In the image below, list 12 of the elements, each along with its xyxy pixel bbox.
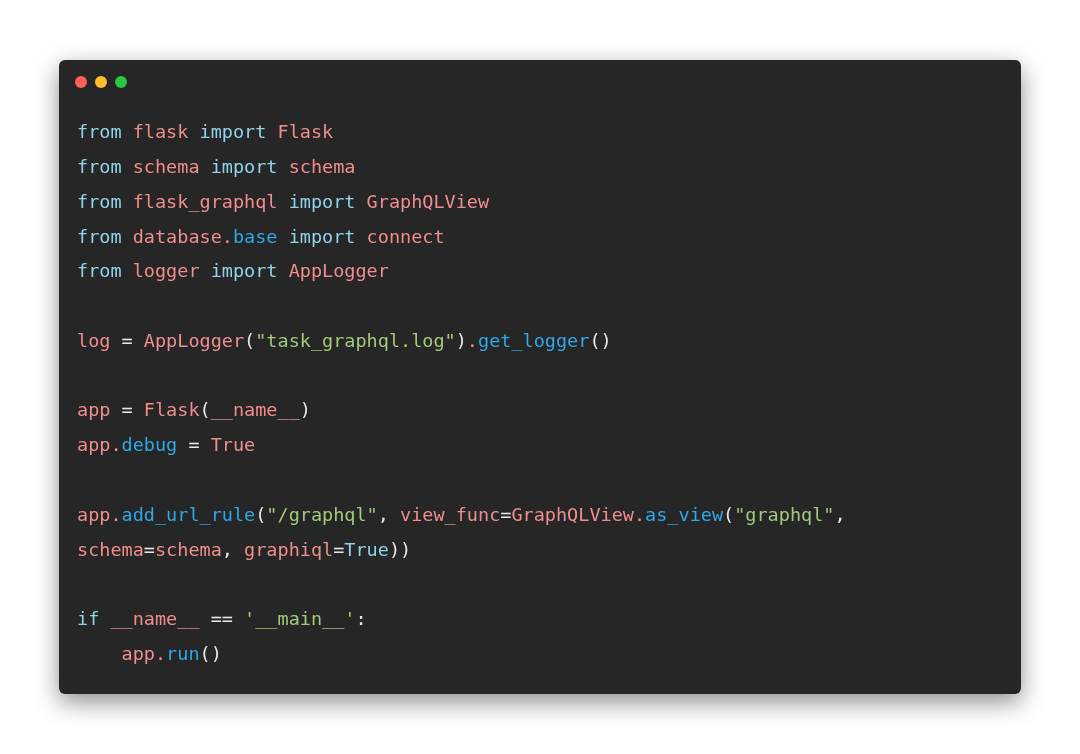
code-line: from database.base import connect [77, 225, 445, 249]
code-line: from flask_graphql import GraphQLView [77, 190, 490, 214]
code-line: app.add_url_rule("/graphql", view_func=GraphQLView.as_view("graphql", [77, 503, 846, 527]
code-line: if __name__ == '__main__': [77, 607, 367, 631]
code-line: app.run() [120, 642, 222, 666]
code-line: from logger import AppLogger [77, 259, 389, 283]
code-line: app.debug = True [77, 433, 256, 457]
code-line: from schema import schema [77, 155, 356, 179]
code-line: log = AppLogger("task_graphql.log").get_logger() [77, 329, 612, 353]
code-line: app = Flask(__name__) [77, 398, 311, 422]
code-line: from flask import Flask [77, 120, 334, 144]
code-line: schema=schema, graphiql=True)) [77, 538, 412, 562]
